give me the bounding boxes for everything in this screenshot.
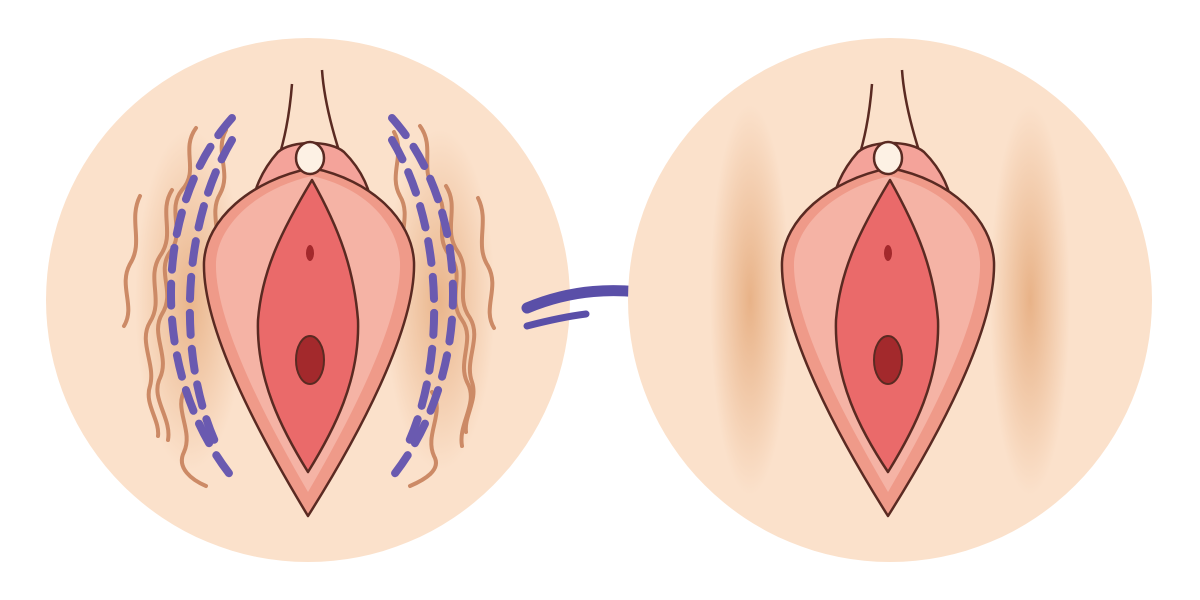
after-panel <box>628 38 1152 562</box>
after-vaginal-opening <box>873 335 903 385</box>
after-urethral-opening <box>884 245 892 261</box>
after-anatomy <box>780 69 996 518</box>
before-panel <box>46 38 570 562</box>
left-outer-incision-line <box>167 114 240 486</box>
before-vaginal-opening <box>295 335 325 385</box>
right-inner-incision-line <box>388 136 439 456</box>
before-clitoris <box>294 140 326 176</box>
before-urethral-opening <box>306 245 314 261</box>
before-incision-marks <box>167 114 457 486</box>
arrow-shaft-lower <box>523 310 590 330</box>
left-inner-incision-line <box>185 136 236 456</box>
after-inner-area <box>834 178 940 474</box>
after-right-healing-shadow <box>990 105 1070 495</box>
before-inner-area <box>256 178 360 474</box>
right-outer-incision-line <box>384 114 457 486</box>
after-left-healing-shadow <box>710 105 790 495</box>
before-anatomy <box>202 69 416 518</box>
after-clitoris <box>872 140 904 176</box>
